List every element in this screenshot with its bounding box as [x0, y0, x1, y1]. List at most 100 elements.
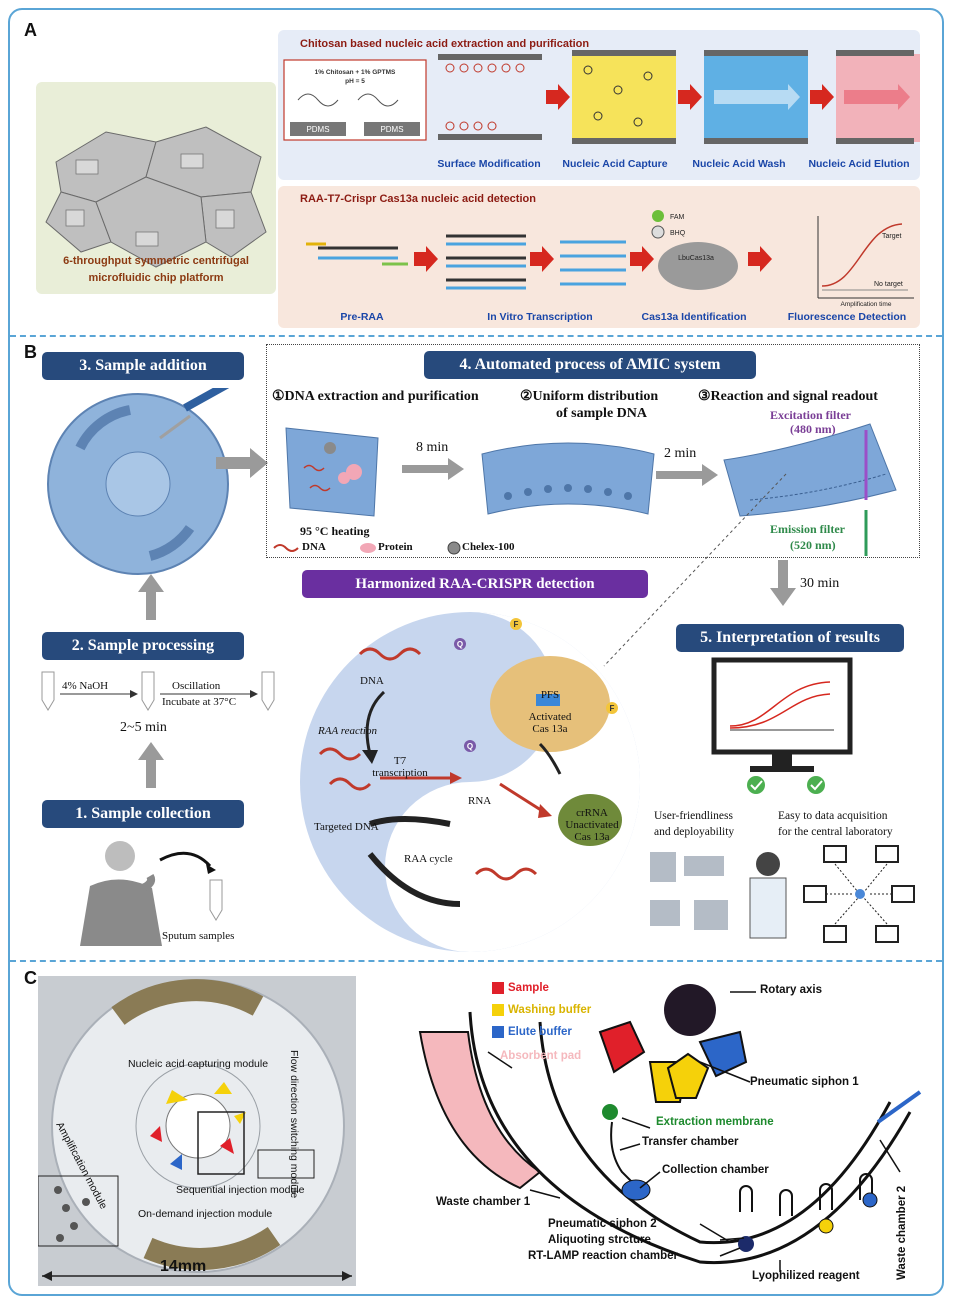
- panel-label-b: B: [24, 342, 37, 362]
- yin-raa-reaction: RAA reaction: [317, 725, 377, 737]
- legend-protein: Protein: [378, 541, 413, 553]
- absorbent-label: Absorbent pad: [500, 1050, 582, 1062]
- bhq-label: BHQ: [670, 230, 686, 237]
- yin-unact-2: Cas 13a: [574, 831, 609, 843]
- benefit1-1: User-friendliness: [654, 810, 733, 822]
- figure-frame: [8, 8, 944, 1296]
- yin-rna: RNA: [468, 795, 491, 807]
- benefit2-1: Easy to data acquisition: [778, 810, 888, 822]
- step3-pill: 3. Sample addition: [42, 352, 244, 380]
- sample-processing-tubes: [41, 671, 275, 711]
- emission-2: (520 nm): [790, 538, 836, 552]
- waste-1-label: Waste chamber 1: [436, 1196, 531, 1208]
- legend-sample: Sample: [508, 982, 549, 994]
- step4-pill: 4. Automated process of AMIC system: [424, 351, 756, 379]
- inset-label: 1% Chitosan + 1% GPTMS: [315, 69, 396, 76]
- rotary-axis-label: Rotary axis: [760, 984, 823, 996]
- harmonized-pill: Harmonized RAA-CRISPR detection: [302, 570, 648, 598]
- sub2-label-1: ②Uniform distribution: [520, 389, 659, 404]
- detection-step-2: In Vitro Transcription: [487, 311, 593, 323]
- photo-scale: 14mm: [160, 1258, 207, 1275]
- waste-2-label: Waste chamber 2: [896, 1185, 908, 1280]
- extraction-chamber-image: [285, 427, 379, 517]
- dotted-zoom-lines: [603, 473, 787, 667]
- oscillation-label: Oscillation: [172, 680, 221, 692]
- arrow-2-to-3: [138, 574, 164, 620]
- sample-addition-disc: [47, 388, 230, 575]
- extraction-illustration: 1% Chitosan + 1% GPTMS pH = 5 PDMS PDMS: [283, 50, 920, 144]
- time-2: 2 min: [664, 446, 697, 461]
- time-8: 8 min: [416, 440, 449, 455]
- extraction-legend: [273, 541, 461, 555]
- detection-step-4: Fluorescence Detection: [787, 311, 907, 323]
- extraction-membrane-label: Extraction membrane: [656, 1116, 774, 1128]
- distribution-chip-image: [481, 442, 655, 515]
- divider-b-c: [10, 960, 942, 962]
- yin-f-1: F: [514, 620, 519, 629]
- detection-step-3: Cas13a Identification: [641, 311, 747, 323]
- step5-pill: 5. Interpretation of results: [676, 624, 904, 652]
- arrow-8min: [402, 458, 464, 480]
- excitation-2: (480 nm): [790, 422, 836, 436]
- pneumatic-1-label: Pneumatic siphon 1: [750, 1076, 859, 1088]
- chip-schematic: [418, 982, 922, 1272]
- target-label: Target: [882, 233, 902, 240]
- time-30: 30 min: [800, 576, 840, 591]
- step2-pill: 2. Sample processing: [42, 632, 244, 660]
- yin-unact-1: Unactivated: [565, 819, 619, 831]
- yin-pfs-3: Cas 13a: [532, 723, 567, 735]
- photo-sequential: Sequential injection module: [176, 1184, 305, 1196]
- sputum-label: Sputum samples: [162, 930, 235, 942]
- monitor-chart: [711, 657, 853, 772]
- excitation-1: Excitation filter: [770, 408, 851, 422]
- sample-collection-person: [80, 841, 223, 946]
- no-target-label: No target: [874, 281, 903, 288]
- time-2-5: 2~5 min: [120, 720, 167, 735]
- yin-q-2: Q: [467, 742, 473, 751]
- pdms-2: PDMS: [380, 125, 403, 134]
- panel-label-a: A: [24, 20, 37, 40]
- detection-step-1: Pre-RAA: [340, 311, 384, 323]
- legend-washing: Washing buffer: [508, 1004, 592, 1016]
- yin-t7-2: transcription: [372, 767, 428, 779]
- deployment-icons: [650, 845, 915, 943]
- naoh-label: 4% NaOH: [62, 680, 109, 692]
- panel-label-c: C: [24, 968, 37, 988]
- yin-crrna: crRNA: [576, 807, 608, 819]
- extraction-step-3: Nucleic Acid Wash: [692, 158, 786, 170]
- extraction-title: Chitosan based nucleic acid extraction a…: [300, 38, 590, 50]
- check-icons: [747, 776, 825, 794]
- lyophilized-label: Lyophilized reagent: [752, 1270, 860, 1282]
- legend-chelex: Chelex-100: [462, 541, 515, 553]
- extraction-step-2: Nucleic Acid Capture: [562, 158, 668, 170]
- rt-lamp-label: RT-LAMP reaction chamber: [528, 1250, 678, 1262]
- yin-targeted-dna: Targeted DNA: [314, 821, 379, 833]
- step4-box: [266, 344, 920, 558]
- pneumatic-2-label: Pneumatic siphon 2: [548, 1218, 657, 1230]
- arrow-3-to-4: [216, 448, 268, 478]
- yin-q-1: Q: [457, 640, 463, 649]
- sub1-label: ①DNA extraction and purification: [272, 389, 479, 404]
- amp-time-label: Amplification time: [841, 301, 892, 308]
- chip-photo: [37, 976, 356, 1286]
- photo-flow: Flow direction switching module: [288, 1050, 300, 1199]
- pdms-1: PDMS: [306, 125, 329, 134]
- transfer-chamber-label: Transfer chamber: [642, 1136, 739, 1148]
- incubate-label: Incubate at 37°C: [162, 696, 237, 708]
- photo-on-demand: On-demand injection module: [138, 1208, 273, 1220]
- photo-nucleic: Nucleic acid capturing module: [128, 1058, 269, 1070]
- divider-a-b: [10, 335, 942, 337]
- emission-1: Emission filter: [770, 522, 845, 536]
- step1-pill: 1. Sample collection: [42, 800, 244, 828]
- chip-platform-image: 6-throughput symmetric centrifugal micro…: [36, 82, 276, 294]
- arrow-30min: [770, 560, 796, 606]
- collection-chamber-label: Collection chamber: [662, 1164, 769, 1176]
- yin-f-2: F: [610, 704, 615, 713]
- yin-dna: DNA: [360, 675, 384, 687]
- legend-dna: DNA: [302, 541, 326, 553]
- fam-label: FAM: [670, 214, 685, 221]
- yin-t7-1: T7: [394, 755, 407, 767]
- inset-ph: pH = 5: [345, 78, 365, 85]
- extraction-step-1: Surface Modification: [437, 158, 541, 170]
- yin-pfs-1: PFS: [541, 689, 559, 701]
